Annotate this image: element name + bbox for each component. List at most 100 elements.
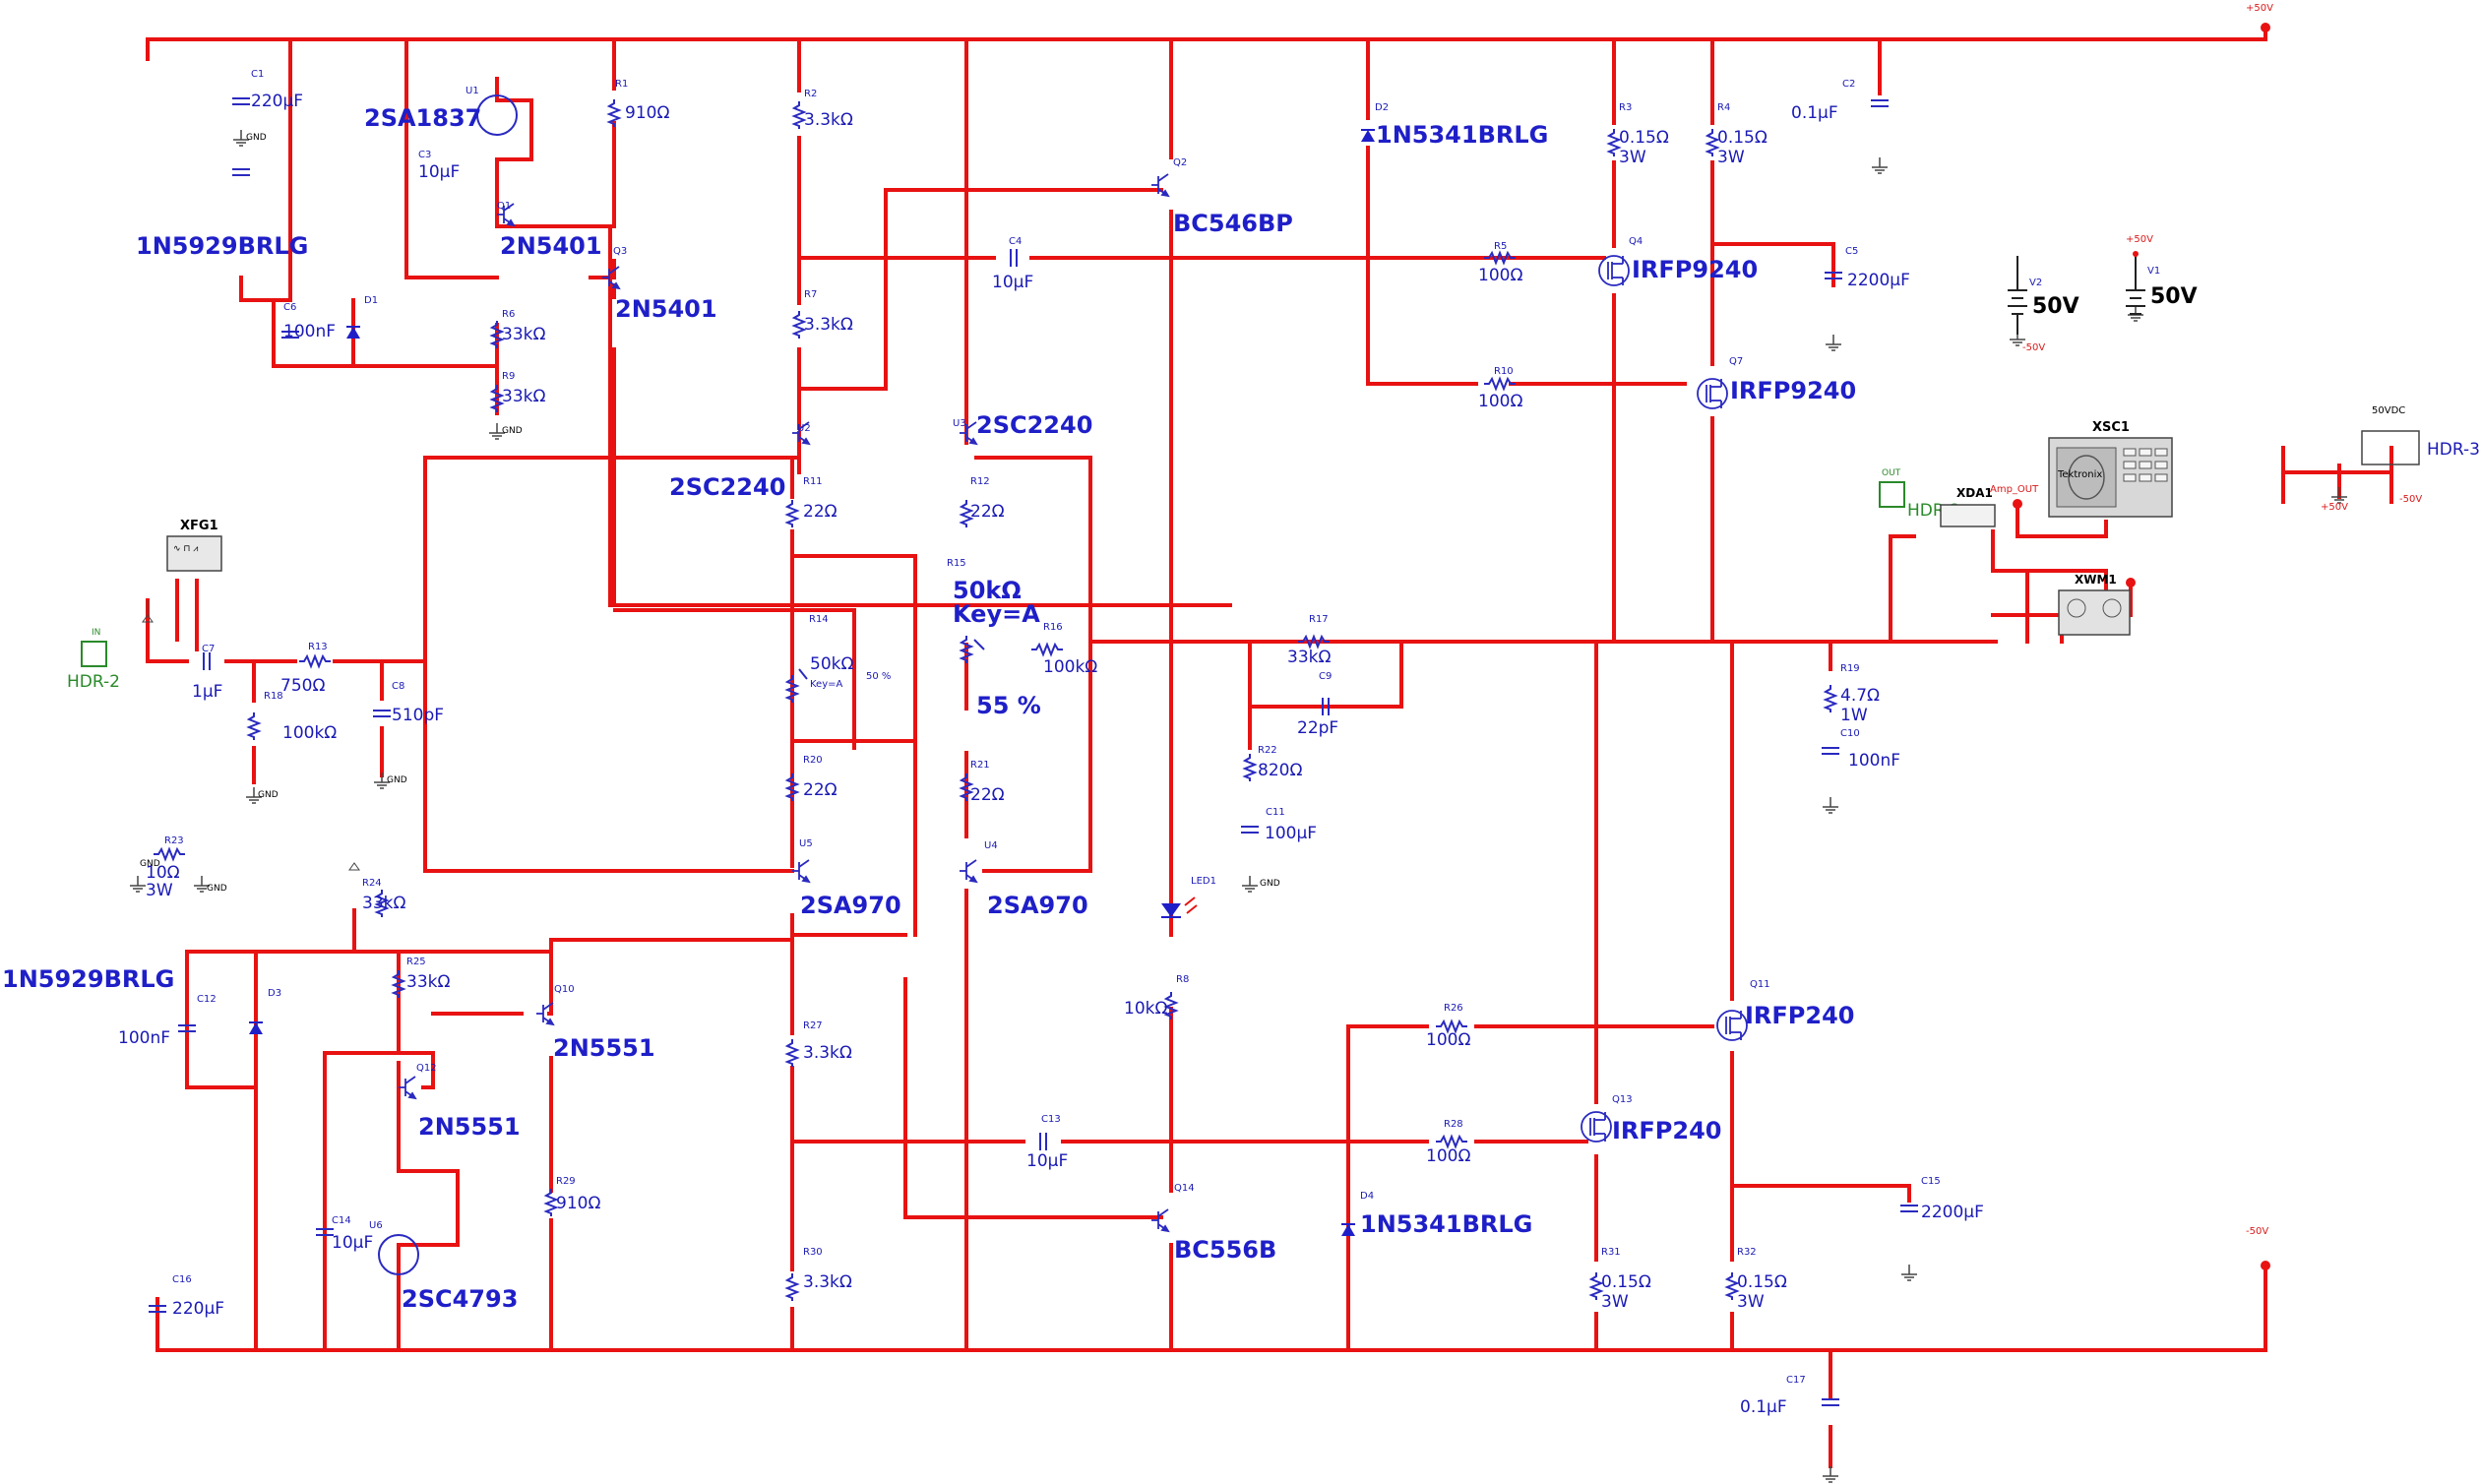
c16-ref: C16 [172,1274,192,1285]
q3-value: 2N5401 [615,295,717,323]
c5-value: 2200µF [1847,271,1910,290]
function-generator[interactable]: XFG1 ∿ ⊓ ⩘ [166,519,222,572]
r22-value: 820Ω [1258,761,1302,780]
c9-ref: C9 [1319,671,1332,682]
r8-value: 10kΩ [1124,999,1167,1019]
c12-value: 100nF [118,1028,170,1048]
gnd-label: GND [258,790,279,800]
r5-value: 100Ω [1478,266,1522,285]
c2-value: 0.1µF [1791,103,1838,123]
d1-value: 1N5929BRLG [136,232,308,260]
scope-brand: Tektronix [2057,469,2102,480]
r11-ref: R11 [803,476,823,487]
q11-value: IRFP240 [1745,1002,1855,1029]
out-label: OUT [1882,468,1901,478]
r15-key: Key=A [953,600,1040,628]
c3-ref: C3 [418,150,431,160]
r21-value: 22Ω [970,785,1005,805]
q12-ref: Q12 [416,1063,437,1074]
d1-ref: D1 [364,295,378,306]
u6-ref: U6 [369,1220,383,1231]
dc-supply-block[interactable]: 50VDC HDR-3 +50V -50V [2321,405,2480,513]
r21-ref: R21 [970,760,990,771]
r14-key: Key=A [810,679,843,690]
r9-value: 33kΩ [502,387,545,406]
function-generator-label: XFG1 [180,519,218,533]
c14-ref: C14 [332,1215,351,1226]
q12-value: 2N5551 [418,1113,521,1141]
distortion-analyzer[interactable]: XDA1 [1940,486,1996,527]
u2-ref: U2 [797,423,811,434]
c7-ref: C7 [202,644,215,654]
r15-value: 50kΩ [953,577,1022,604]
r24-ref: R24 [362,878,382,889]
c4-ref: C4 [1009,236,1022,247]
d3-ref: D3 [268,988,281,999]
r20-ref: R20 [803,755,823,766]
r7-value: 3.3kΩ [804,315,853,335]
r18-value: 100kΩ [282,723,337,743]
c7-value: 1µF [192,682,222,702]
r22-ref: R22 [1258,745,1277,756]
r32-ref: R32 [1737,1247,1757,1258]
r14-ref: R14 [809,614,829,625]
gnd-label: GND [140,859,160,869]
c9-value: 22pF [1297,718,1338,738]
c5-ref: C5 [1845,246,1858,257]
r29-ref: R29 [556,1176,576,1187]
u6-value: 2SC4793 [402,1285,518,1313]
c1-ref: C1 [251,69,264,80]
component-symbols [129,94,2348,1483]
c3-value: 10µF [418,162,460,182]
c13-ref: C13 [1041,1114,1061,1125]
r32-value: 0.15Ω [1737,1272,1787,1292]
probe-label: Amp_OUT [1990,484,2039,495]
r8-ref: R8 [1176,974,1189,985]
u3-value: 2SC2240 [976,411,1092,439]
r10-value: 100Ω [1478,392,1522,411]
analyzer-label: XDA1 [1956,486,1993,500]
oscilloscope[interactable]: Tektronix XSC1 [2048,420,2173,518]
r29-value: 910Ω [556,1194,600,1213]
u4-value: 2SA970 [987,892,1088,919]
c10-ref: C10 [1840,728,1860,739]
r23-power: 3W [146,881,173,900]
r26-value: 100Ω [1426,1030,1470,1050]
c11-ref: C11 [1266,807,1285,818]
rail-markers [2013,23,2270,1270]
battery-v2[interactable]: V2 50V -50V [2022,278,2079,353]
dc-label: 50VDC [2372,405,2405,416]
r23-ref: R23 [164,835,184,846]
r4-power: 3W [1717,148,1745,167]
scope-label: XSC1 [2092,420,2130,435]
r19-power: 1W [1840,706,1868,725]
r3-value: 0.15Ω [1619,128,1669,148]
u5-value: 2SA970 [800,892,901,919]
wattmeter-label: XWM1 [2075,573,2117,587]
r14-percent: 50 % [866,671,891,682]
r13-value: 750Ω [280,676,325,696]
q1-value: 2N5401 [500,232,602,260]
rail-neg-label: -50V [2246,1226,2268,1237]
r27-ref: R27 [803,1020,823,1031]
r16-value: 100kΩ [1043,657,1097,677]
battery-v1[interactable]: V1 50V +50V [2126,234,2198,309]
dc-pos: +50V [2321,502,2348,513]
dc-neg: -50V [2399,494,2422,505]
q4-value: IRFP9240 [1632,256,1758,283]
q10-value: 2N5551 [553,1034,655,1062]
d2-value: 1N5341BRLG [1376,121,1548,149]
r31-value: 0.15Ω [1601,1272,1651,1292]
c17-ref: C17 [1786,1375,1806,1386]
in-connector[interactable]: IN HDR-2 [67,628,120,692]
q7-ref: Q7 [1729,356,1743,367]
r30-value: 3.3kΩ [803,1272,852,1292]
r26-ref: R26 [1444,1003,1463,1014]
u4-ref: U4 [984,840,998,851]
d4-value: 1N5341BRLG [1360,1210,1532,1238]
q2-value: BC546BP [1173,210,1293,237]
v1-label: +50V [2126,234,2153,245]
r24-value: 33kΩ [362,894,405,913]
q13-value: IRFP240 [1612,1117,1722,1144]
wattmeter[interactable]: XWM1 [2058,573,2131,636]
